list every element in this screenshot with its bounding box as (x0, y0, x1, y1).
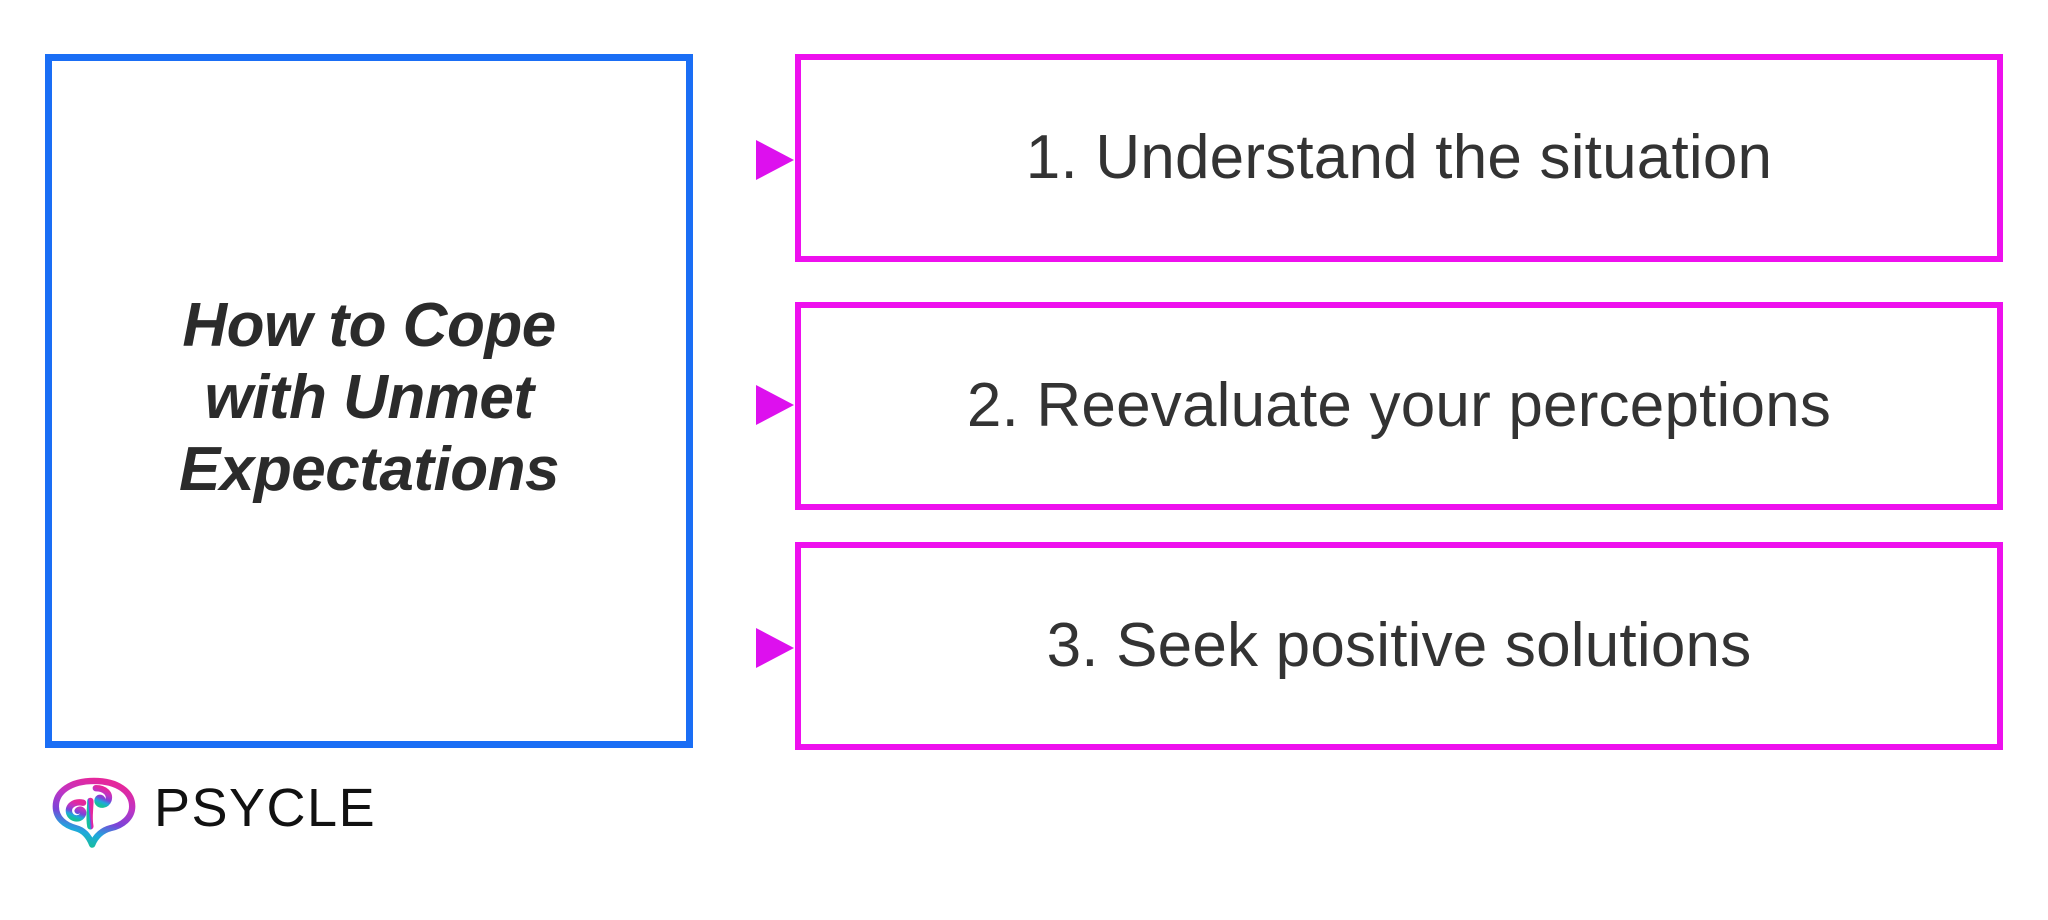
logo: PSYCLE (48, 770, 376, 850)
connector-arrow-2 (690, 385, 794, 425)
page-title: How to Cope with Unmet Expectations (179, 291, 559, 504)
connector-arrow-1 (690, 140, 794, 180)
connector-arrow-3 (690, 628, 794, 668)
brain-icon (52, 777, 136, 848)
step-label-3: 3. Seek positive solutions (1046, 610, 1752, 680)
step-label-2: 2. Reevaluate your perceptions (966, 370, 1832, 440)
step-box-2: 2. Reevaluate your perceptions (795, 302, 2003, 510)
step-label-1: 1. Understand the situation (1025, 122, 1773, 192)
logo-wordmark: PSYCLE (154, 778, 377, 838)
title-box: How to Cope with Unmet Expectations (45, 54, 693, 748)
step-box-3: 3. Seek positive solutions (795, 542, 2003, 750)
step-box-1: 1. Understand the situation (795, 54, 2003, 262)
